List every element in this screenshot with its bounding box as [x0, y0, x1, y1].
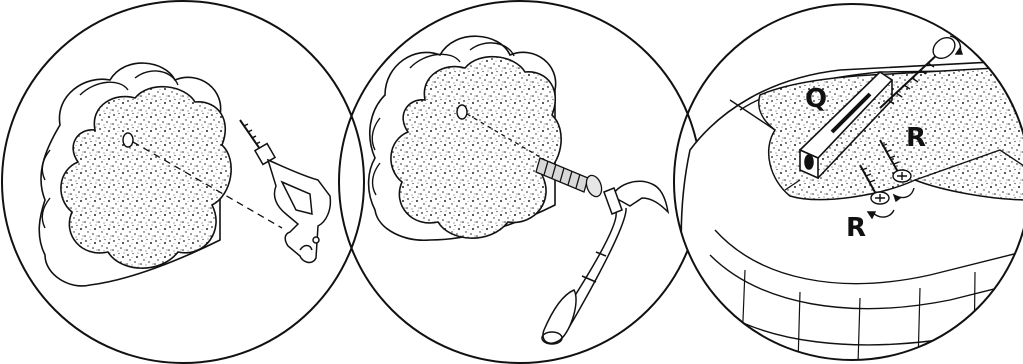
drill-hole: [123, 133, 133, 147]
screw-upper-label: R: [906, 123, 926, 153]
drill-hole: [457, 105, 467, 119]
panel-2-hammering: [339, 1, 701, 363]
panel-1-drilling: [2, 1, 364, 363]
drill-icon: [240, 120, 330, 262]
concrete-face: [759, 66, 1023, 200]
panel-3-screwing: Q R R: [674, 4, 1023, 364]
bracket-label: Q: [805, 84, 827, 114]
hammer-icon: [542, 181, 668, 344]
screw-lower-label: R: [846, 213, 866, 243]
